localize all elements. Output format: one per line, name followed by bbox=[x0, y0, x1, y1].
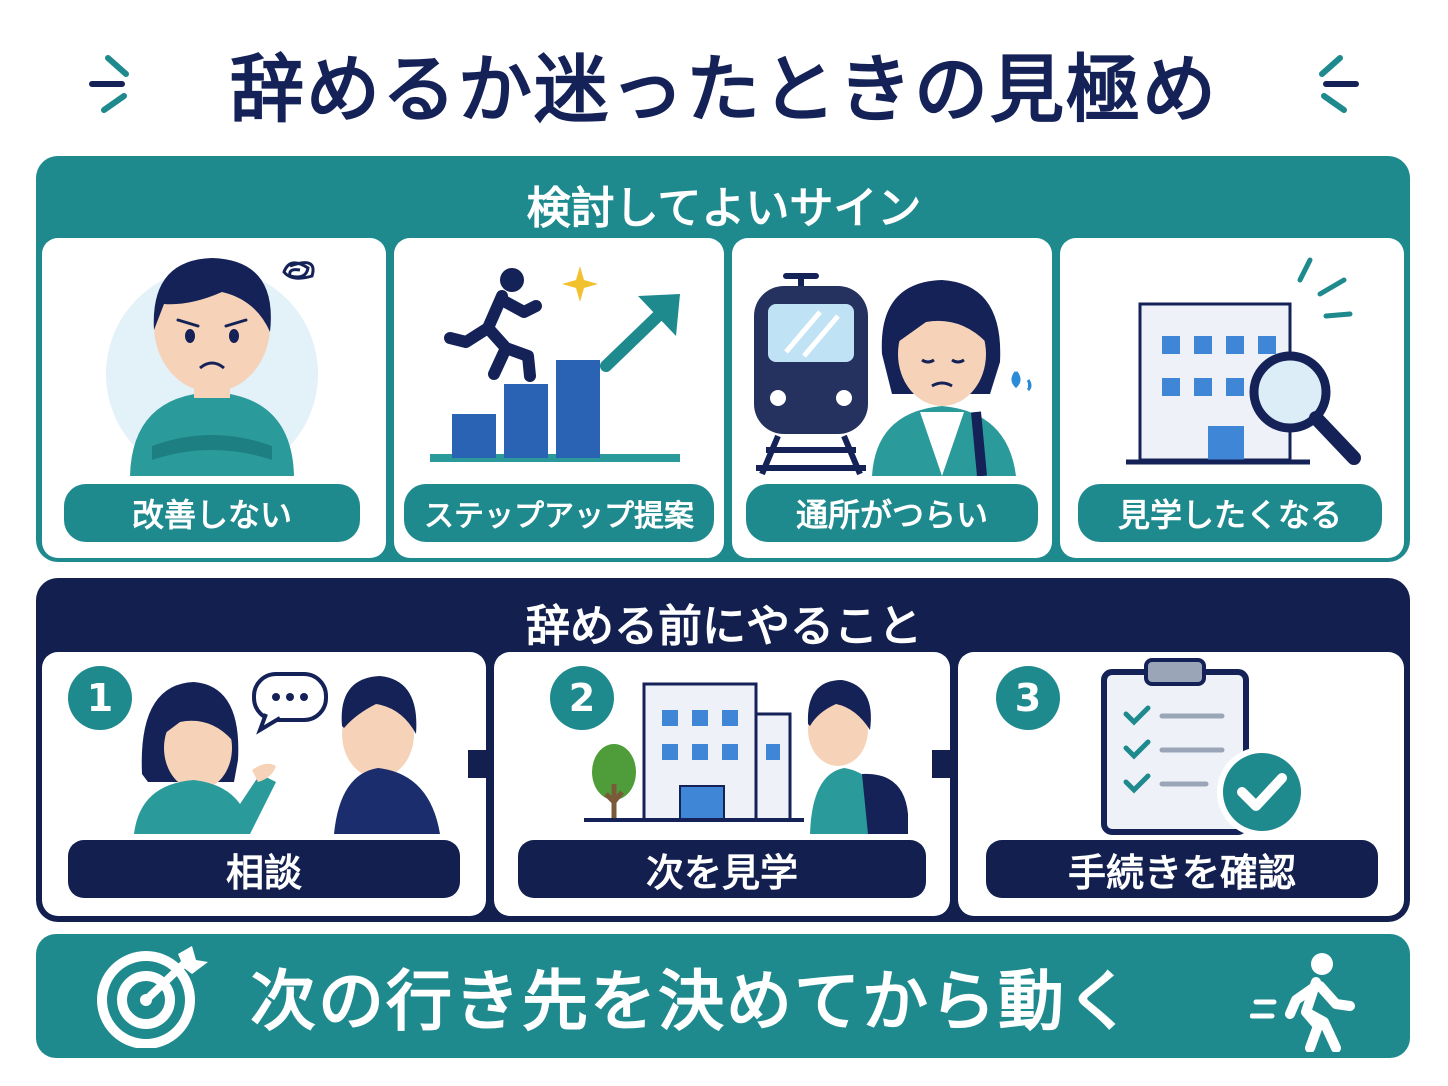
step-number-3: 3 bbox=[996, 666, 1060, 730]
todo-heading: 辞める前にやること bbox=[526, 601, 922, 652]
page-title: 辞めるか迷ったときの見極め bbox=[230, 46, 1218, 133]
running-stairs-icon bbox=[430, 266, 680, 462]
target-icon bbox=[97, 946, 208, 1048]
sign-label-no-improvement: 改善しない bbox=[64, 484, 360, 542]
conversation-icon bbox=[134, 672, 440, 834]
banner-text: 次の行き先を決めてから動く bbox=[250, 963, 1134, 1040]
train-icon bbox=[754, 273, 868, 476]
emphasis-lines-left-icon bbox=[89, 55, 129, 113]
title-row: 辞めるか迷ったときの見極め bbox=[0, 28, 1448, 138]
walking-person-icon bbox=[1250, 953, 1355, 1052]
worried-person-icon bbox=[106, 258, 318, 476]
step-label-consult: 相談 bbox=[68, 840, 460, 898]
action-banner bbox=[36, 934, 1410, 1058]
commute-scene bbox=[754, 273, 1032, 476]
step-number-1: 1 bbox=[68, 666, 132, 730]
emphasis-lines-right-icon bbox=[1319, 55, 1359, 113]
sign-label-visit: 見学したくなる bbox=[1078, 484, 1382, 542]
step-label-visit-next: 次を見学 bbox=[518, 840, 926, 898]
step-number-2: 2 bbox=[550, 666, 614, 730]
checklist-icon bbox=[1101, 658, 1307, 836]
tired-person-icon bbox=[872, 280, 1032, 476]
step-label-procedures: 手続きを確認 bbox=[986, 840, 1378, 898]
building-magnifier-icon bbox=[1126, 257, 1361, 465]
sign-label-stepup: ステップアップ提案 bbox=[404, 484, 714, 542]
signs-heading: 検討してよいサイン bbox=[526, 183, 922, 234]
sign-label-commute: 通所がつらい bbox=[746, 484, 1038, 542]
building-student-icon bbox=[584, 680, 908, 834]
